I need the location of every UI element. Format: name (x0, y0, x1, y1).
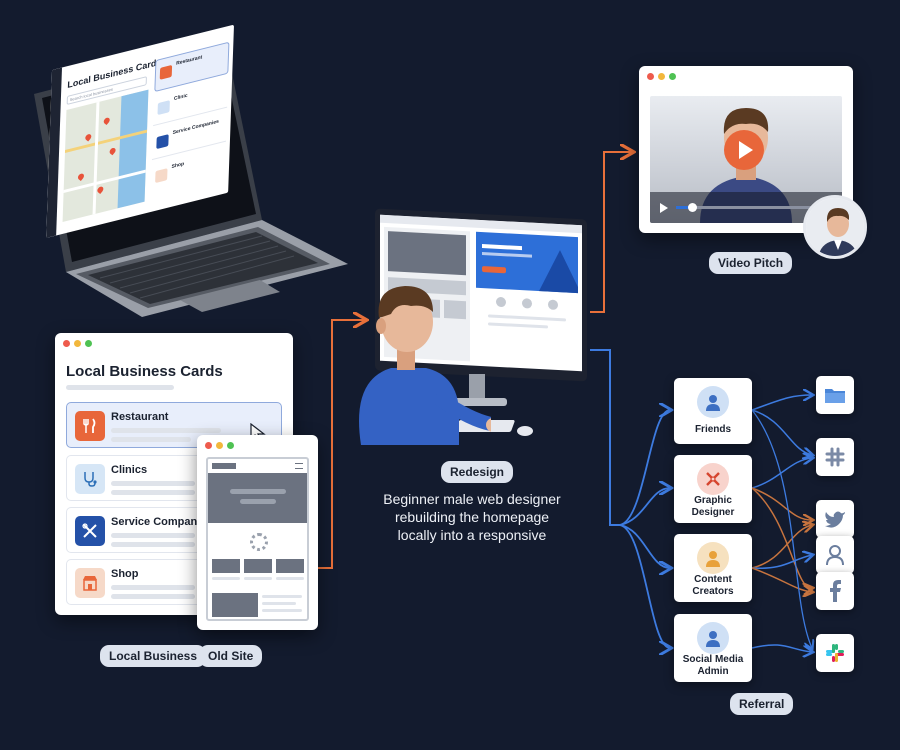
video-progress-bar[interactable] (676, 203, 816, 212)
folder-icon[interactable] (816, 376, 854, 414)
label-referral: Referral (730, 693, 794, 715)
label-local-business: Local Business (100, 645, 207, 667)
node-content-creators[interactable]: Content Creators (674, 534, 752, 602)
video-player[interactable] (650, 96, 842, 223)
slack-icon[interactable] (816, 634, 854, 672)
old-site-phone (206, 457, 309, 621)
wire-hub-friends (619, 410, 670, 526)
map-pin-icon[interactable] (102, 116, 111, 126)
wire-redesign-to-referral (590, 349, 620, 526)
label-redesign: Redesign (441, 461, 514, 483)
wire-hub-admin (619, 524, 670, 648)
designer-person (359, 286, 491, 445)
hamburger-icon[interactable] (295, 463, 303, 469)
window-controls[interactable] (647, 73, 676, 80)
card-restaurant[interactable]: Restaurant (66, 402, 282, 448)
wire-redesign-to-video (590, 152, 632, 313)
storefront-icon (75, 568, 105, 598)
map-panel[interactable] (62, 89, 149, 223)
person-icon (697, 386, 729, 418)
business-cards-title: Local Business Cards (66, 363, 223, 380)
designer-caption: Beginner male web designer rebuilding th… (383, 491, 561, 543)
wire-oldsite-to-redesign (318, 320, 365, 569)
map-pin-icon[interactable] (96, 185, 105, 195)
facebook-icon[interactable] (816, 572, 854, 610)
slack-icon[interactable] (816, 438, 854, 476)
fork-knife-icon (75, 411, 105, 441)
person-icon (697, 622, 729, 654)
label-old-site: Old Site (199, 645, 263, 667)
designer-workstation (355, 208, 595, 450)
person-icon[interactable] (816, 536, 854, 574)
old-site-window (197, 435, 318, 630)
pen-tool-icon (697, 463, 729, 495)
person-icon (697, 542, 729, 574)
play-button[interactable] (724, 130, 764, 170)
label-video-pitch: Video Pitch (709, 252, 793, 274)
laptop-illustration: Local Business Cards Search local busine… (30, 24, 350, 317)
mouse (517, 426, 533, 436)
node-graphic-designer[interactable]: Graphic Designer (674, 455, 752, 523)
node-social-media-admin[interactable]: Social Media Admin (674, 614, 752, 682)
progress-handle[interactable] (688, 203, 697, 212)
map-pin-icon[interactable] (108, 146, 117, 156)
stethoscope-icon (75, 464, 105, 494)
map-pin-icon[interactable] (76, 172, 86, 182)
loading-spinner-icon (250, 533, 268, 551)
video-pitch-window (639, 66, 853, 233)
node-friends[interactable]: Friends (674, 378, 752, 444)
map-pin-icon[interactable] (84, 133, 93, 142)
play-icon[interactable] (660, 203, 668, 213)
twitter-icon[interactable] (816, 500, 854, 538)
window-controls[interactable] (205, 442, 234, 449)
wire-hub-designer (619, 488, 670, 526)
wire-hub-creators (619, 524, 670, 568)
presenter-avatar (803, 195, 867, 259)
window-controls[interactable] (63, 340, 92, 347)
tools-icon (75, 516, 105, 546)
